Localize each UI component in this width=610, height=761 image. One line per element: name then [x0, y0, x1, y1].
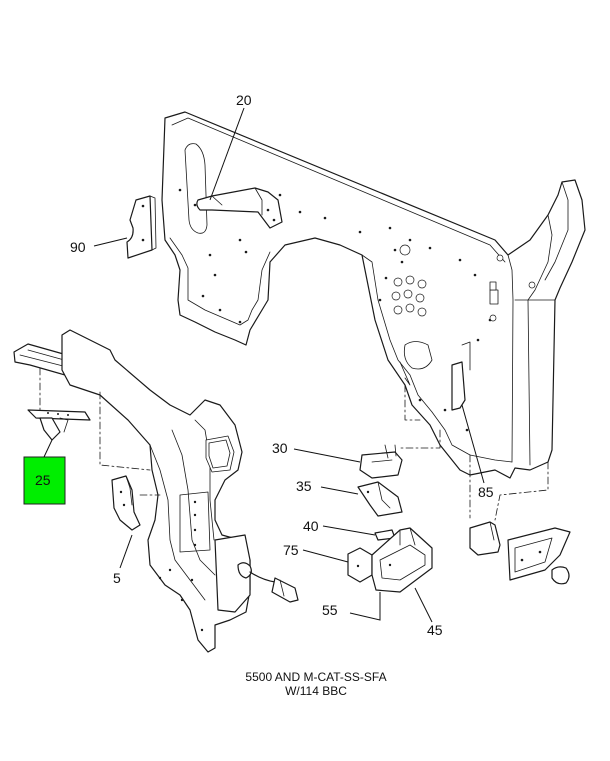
leader-lines: [43, 107, 485, 623]
callout-35: 35: [296, 478, 312, 494]
callout-40: 40: [303, 518, 319, 534]
right-bracket-plate: [469, 521, 571, 585]
callout-45: 45: [427, 622, 443, 638]
caption-line-1: 5500 AND M-CAT-SS-SFA: [245, 670, 387, 684]
bracket-part-90: [126, 195, 157, 259]
callout-20: 20: [236, 92, 252, 108]
bracket-part-35: [357, 481, 403, 517]
tray-assembly: [347, 527, 433, 593]
bracket-part-25: [27, 409, 91, 441]
front-assembly: [13, 329, 299, 653]
callout-90: 90: [70, 239, 86, 255]
callout-labels: 20 90 25 5 30 35 40 75 55 45 85: [35, 92, 494, 638]
caption-line-2: W/114 BBC: [285, 684, 347, 698]
clip-part-30: [359, 444, 403, 479]
callout-75: 75: [283, 542, 299, 558]
bracket-part-5: [111, 475, 141, 531]
assembly-lines: [39, 367, 549, 521]
callout-30: 30: [272, 440, 288, 456]
strap-handle: [196, 187, 283, 229]
callout-25: 25: [35, 472, 51, 488]
callout-55: 55: [322, 602, 338, 618]
clip-part-85: [451, 341, 471, 411]
callout-85: 85: [478, 484, 494, 500]
callout-5: 5: [113, 570, 121, 586]
